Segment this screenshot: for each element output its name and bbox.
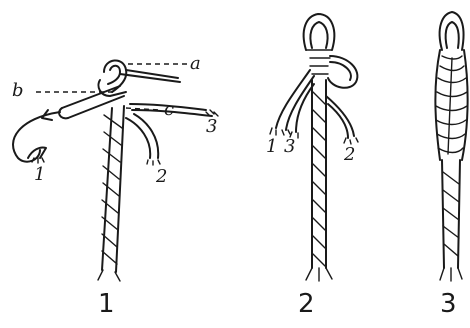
label-a: a bbox=[190, 53, 201, 74]
figure-number-1: 1 bbox=[98, 289, 115, 319]
figure-3-splice bbox=[435, 50, 467, 160]
figure-2-eye bbox=[304, 14, 358, 88]
figure-3-rope bbox=[440, 160, 462, 281]
figure-2-strands bbox=[270, 70, 358, 144]
label-b: b bbox=[12, 80, 24, 101]
fig2-strand-label-2: 2 bbox=[343, 144, 355, 165]
strand-label-3: 3 bbox=[206, 116, 217, 137]
figure-number-3: 3 bbox=[440, 289, 457, 319]
strand-label-1: 1 bbox=[34, 164, 45, 185]
figure-1: a b c 1 2 3 1 bbox=[12, 53, 218, 319]
strand-label-2: 2 bbox=[155, 166, 167, 187]
fig2-strand-label-1: 1 bbox=[266, 136, 277, 157]
figure-3: 3 bbox=[435, 12, 467, 319]
figure-2-rope bbox=[306, 80, 332, 281]
figure-2: 1 3 2 2 bbox=[266, 14, 358, 319]
figure-number-2: 2 bbox=[298, 289, 315, 319]
figure-1-rope bbox=[98, 106, 124, 281]
fig2-strand-label-3: 3 bbox=[284, 136, 295, 157]
figure-3-eye bbox=[440, 12, 464, 50]
label-c: c bbox=[164, 99, 174, 120]
